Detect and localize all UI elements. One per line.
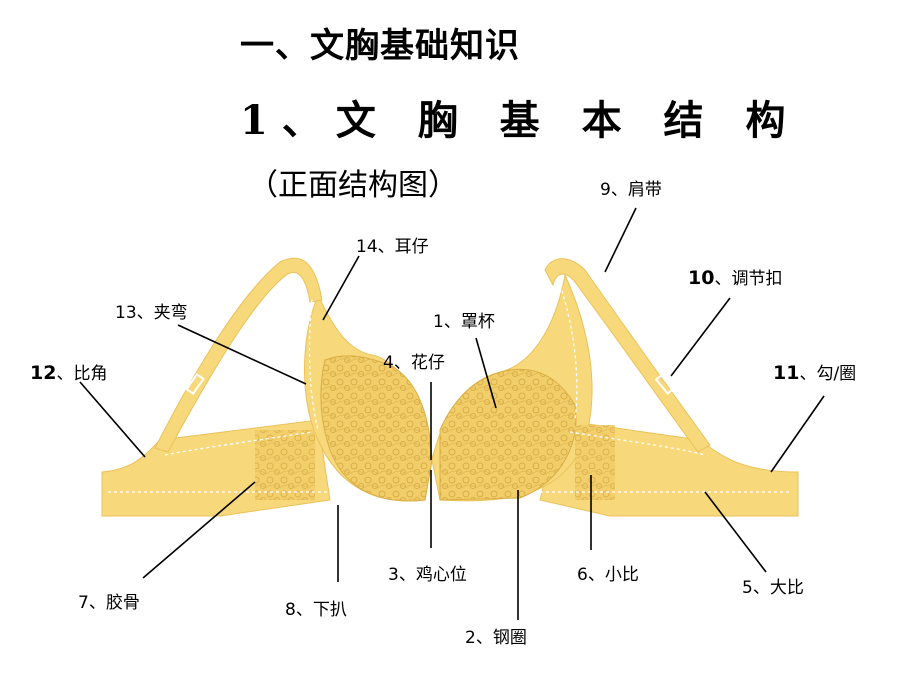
label-center-gore: 3、鸡心位 <box>388 565 467 585</box>
strap-left <box>154 257 323 453</box>
section-title: 1、文 胸 基 本 结 构 <box>240 97 800 144</box>
adjuster-right <box>654 373 676 395</box>
lace-right <box>439 368 577 501</box>
label-lace: 4、花仔 <box>383 353 445 373</box>
page-title: 一、文胸基础知识 <box>240 26 520 66</box>
label-adjuster-text: 、调节扣 <box>714 269 783 289</box>
label-ear: 14、耳仔 <box>356 237 429 257</box>
view-note: （正面结构图） <box>248 168 458 203</box>
label-hook-text: 、勾/圈 <box>799 364 857 384</box>
label-wing-text: 、比角 <box>56 364 108 384</box>
label-adjuster-num: 10 <box>688 267 715 289</box>
label-strap: 9、肩带 <box>600 180 662 200</box>
label-bottom-band: 8、下扒 <box>285 600 347 620</box>
label-hook-num: 11 <box>773 362 800 384</box>
side-lace-left <box>255 430 315 500</box>
label-cup: 1、罩杯 <box>433 312 495 332</box>
label-side-seam: 7、胶骨 <box>78 593 140 613</box>
label-underarm: 13、夹弯 <box>115 303 188 323</box>
label-small-side: 6、小比 <box>577 565 639 585</box>
strap-right <box>544 258 711 453</box>
label-hook: 11、勾/圈 <box>773 363 856 384</box>
lace-left <box>320 355 433 502</box>
label-wing: 12、比角 <box>30 363 107 384</box>
adjuster-left <box>185 372 205 396</box>
label-big-side: 5、大比 <box>742 578 804 598</box>
label-wire: 2、钢圈 <box>465 628 527 648</box>
label-wing-num: 12 <box>30 362 57 384</box>
label-adjuster: 10、调节扣 <box>688 268 782 289</box>
